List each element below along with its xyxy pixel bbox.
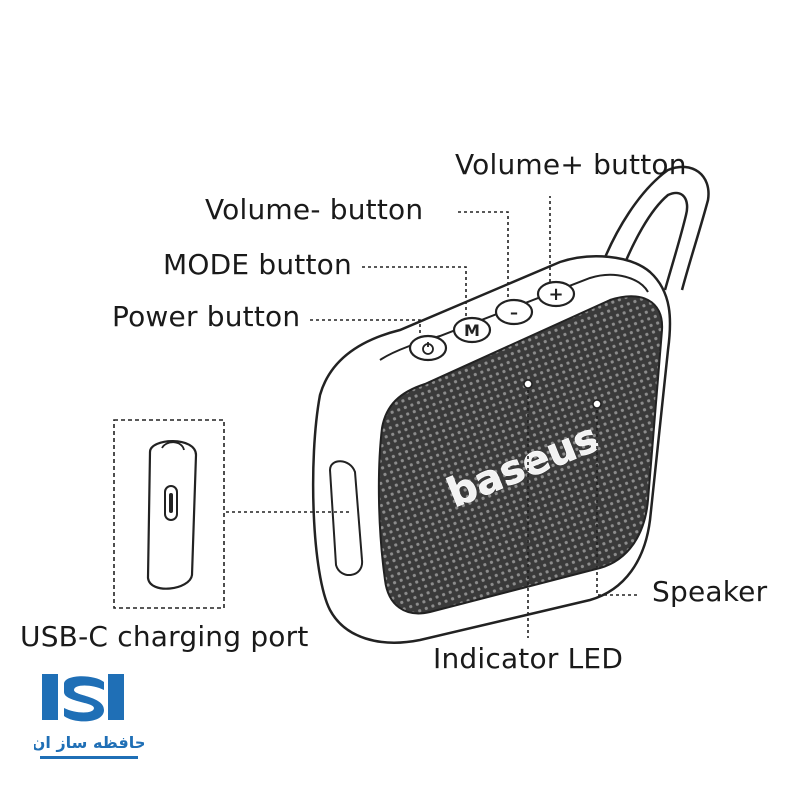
speaker-grille: baseus xyxy=(377,295,664,615)
label-speaker: Speaker xyxy=(652,575,768,608)
speaker-marker xyxy=(592,399,602,409)
label-volume-up: Volume+ button xyxy=(455,148,687,181)
leader-mode xyxy=(362,266,467,318)
button-row: M – + xyxy=(408,280,576,362)
leader-lines xyxy=(226,196,640,638)
label-indicator-led: Indicator LED xyxy=(433,642,624,675)
minus-symbol: – xyxy=(510,303,518,322)
leader-volume-down xyxy=(458,211,509,300)
label-usbc: USB-C charging port xyxy=(20,620,309,653)
usbc-inset-frame xyxy=(113,419,225,609)
plus-symbol: + xyxy=(548,284,563,305)
watermark-logo: حافظه ساز ان xyxy=(34,674,144,759)
side-port-recess xyxy=(328,460,364,576)
indicator-led xyxy=(523,379,533,389)
mode-button[interactable]: M xyxy=(452,316,492,344)
volume-down-button[interactable]: – xyxy=(494,298,534,326)
power-button[interactable] xyxy=(408,334,448,362)
label-power: Power button xyxy=(112,300,301,333)
usbc-inset xyxy=(113,419,225,609)
label-mode: MODE button xyxy=(163,248,352,281)
label-volume-down: Volume- button xyxy=(205,193,424,226)
leader-speaker xyxy=(596,410,640,596)
watermark-text: حافظه ساز ان xyxy=(34,733,144,752)
volume-up-button[interactable]: + xyxy=(536,280,576,308)
mode-symbol: M xyxy=(464,321,480,340)
strap xyxy=(598,165,710,291)
leader-power xyxy=(310,319,421,336)
